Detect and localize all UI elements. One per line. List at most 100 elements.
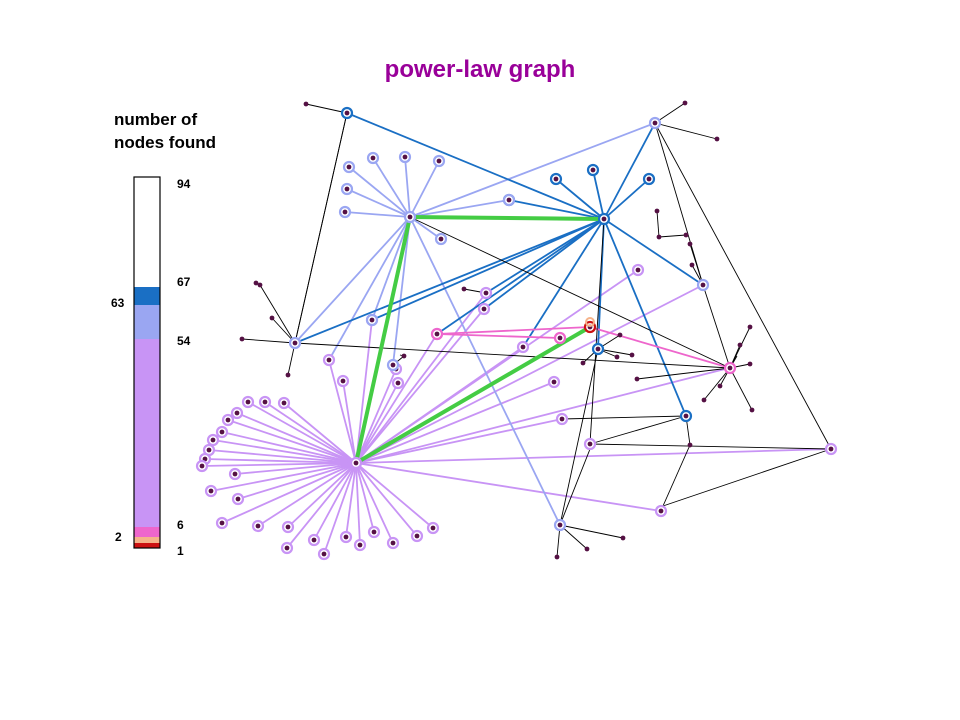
graph-node	[747, 361, 753, 367]
graph-node	[303, 101, 309, 107]
graph-node	[557, 335, 563, 341]
graph-node	[682, 100, 688, 106]
graph-node	[292, 340, 298, 346]
graph-edge	[346, 188, 411, 218]
legend-label-94: 94	[177, 177, 191, 191]
bar-segment-lavender	[134, 339, 160, 527]
graph-node	[590, 167, 596, 173]
graph-node	[284, 545, 290, 551]
graph-edge	[323, 462, 357, 555]
bar-outline	[133, 176, 161, 549]
graph-node	[401, 353, 407, 359]
target-node-ring	[585, 317, 595, 327]
graph-node	[402, 154, 408, 160]
graph-node	[436, 158, 442, 164]
graph-node	[344, 110, 350, 116]
graph-edge	[559, 348, 599, 526]
graph-node	[580, 360, 586, 366]
graph-node	[234, 410, 240, 416]
graph-edge	[212, 439, 357, 464]
graph-edge	[227, 419, 357, 464]
graph-edge	[305, 103, 348, 114]
graph-node	[595, 346, 601, 352]
graph-node	[687, 241, 693, 247]
graph-edge	[355, 462, 394, 544]
graph-edge	[355, 462, 662, 512]
graph-node	[321, 551, 327, 557]
graph-node	[717, 383, 723, 389]
graph-node	[687, 442, 693, 448]
graph-node	[749, 407, 755, 413]
graph-node	[551, 379, 557, 385]
graph-node	[255, 523, 261, 529]
graph-edge	[603, 178, 650, 220]
bar-segment-peach	[134, 537, 160, 543]
graph-node	[344, 186, 350, 192]
graph-edge	[436, 326, 591, 335]
graph-node	[654, 208, 660, 214]
graph-edge	[237, 462, 357, 500]
graph-edge	[392, 216, 411, 366]
graph-node	[617, 332, 623, 338]
legend-title-line-2: nodes found	[114, 133, 216, 152]
bar-segment-dark-blue	[134, 287, 160, 305]
bar-segment-pink	[134, 527, 160, 537]
graph-edge	[689, 243, 704, 286]
graph-node	[747, 324, 753, 330]
graph-edge	[561, 415, 687, 420]
graph-edge	[409, 122, 656, 218]
graph-node	[346, 164, 352, 170]
graph-edge	[355, 462, 375, 533]
graph-node	[285, 372, 291, 378]
graph-node	[342, 209, 348, 215]
graph-edge	[656, 210, 660, 238]
graph-edge	[654, 122, 832, 450]
legend-title: number of nodes found	[114, 108, 254, 154]
graph-edge	[522, 218, 605, 348]
graph-node	[208, 488, 214, 494]
legend-label-63: 63	[111, 296, 125, 310]
graph-edge	[409, 199, 510, 218]
graph-node	[553, 176, 559, 182]
graph-node	[620, 535, 626, 541]
graph-node	[656, 234, 662, 240]
graph-edge	[247, 401, 357, 464]
graph-node	[219, 520, 225, 526]
graph-node	[634, 376, 640, 382]
graph-edge	[662, 448, 832, 507]
legend-label-54: 54	[177, 334, 191, 348]
graph-edge	[372, 157, 411, 218]
graph-node	[584, 546, 590, 552]
graph-node	[390, 362, 396, 368]
graph-edge	[208, 449, 357, 464]
graph-edge	[559, 524, 624, 539]
graph-edge	[589, 443, 832, 450]
graph-edge	[287, 462, 357, 528]
graph-node	[506, 197, 512, 203]
graph-edge	[355, 319, 373, 464]
graph-edge	[355, 462, 361, 546]
graph-edge	[355, 462, 434, 529]
graph-node	[269, 315, 275, 321]
legend-label-1: 1	[177, 544, 184, 558]
graph-edge	[264, 401, 357, 464]
bar-segment-red	[134, 543, 160, 548]
graph-edge	[342, 380, 357, 464]
graph-node	[340, 378, 346, 384]
graph-node	[326, 357, 332, 363]
graph-edge	[589, 326, 731, 369]
graph-edge	[328, 359, 357, 464]
graph-edge	[236, 412, 357, 464]
graph-node	[701, 397, 707, 403]
graph-edge	[409, 216, 731, 369]
graph-edge	[371, 218, 605, 321]
graph-node	[483, 290, 489, 296]
graph-node	[554, 554, 560, 560]
graph-node	[714, 136, 720, 142]
graph-edge	[313, 462, 357, 541]
graph-edge	[355, 368, 397, 464]
graph-edge	[346, 112, 605, 220]
graph-edge	[409, 160, 440, 218]
